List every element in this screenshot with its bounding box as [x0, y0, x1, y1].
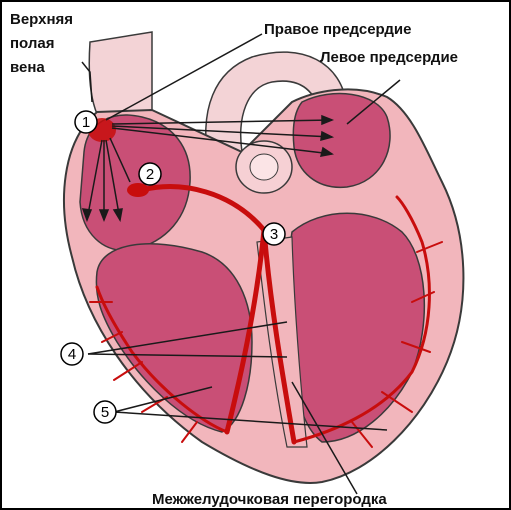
svc-label-line3: вена [10, 58, 45, 77]
right-ventricle-chamber [96, 244, 252, 432]
marker-3-text: 3 [270, 226, 278, 243]
marker-5: 5 [94, 401, 116, 423]
marker-5-text: 5 [101, 404, 109, 421]
marker-2-text: 2 [146, 166, 154, 183]
marker-3: 3 [263, 223, 285, 245]
marker-1: 1 [75, 111, 97, 133]
marker-2: 2 [139, 163, 161, 185]
left-atrium-label: Левое предсердие [320, 48, 458, 67]
svc-label-line1: Верхняя [10, 10, 73, 29]
av-node [127, 183, 149, 197]
svc-label-line2: полая [10, 34, 54, 53]
marker-4: 4 [61, 343, 83, 365]
marker-1-text: 1 [82, 114, 90, 131]
left-atrium-chamber [293, 94, 390, 188]
right-atrium-label: Правое предсердие [264, 20, 411, 39]
septum-label: Межжелудочковая перегородка [152, 490, 387, 509]
marker-4-text: 4 [68, 346, 76, 363]
superior-vena-cava [89, 32, 152, 114]
